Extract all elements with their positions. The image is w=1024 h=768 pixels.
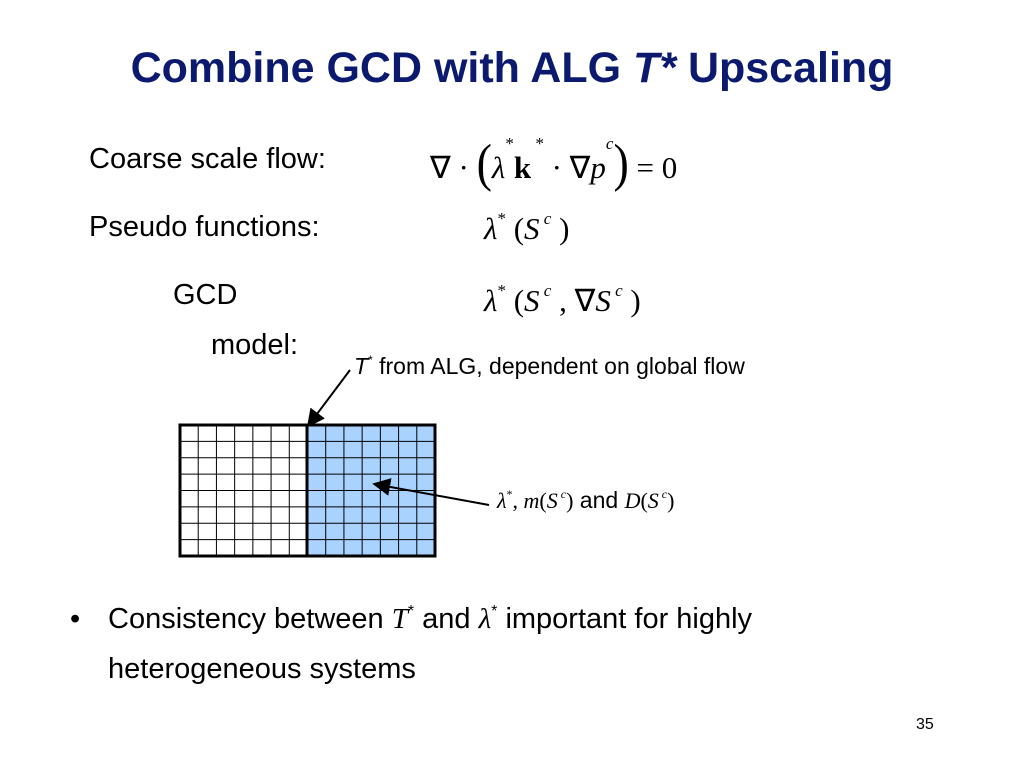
lambda-arrow bbox=[372, 478, 490, 506]
tstar-annotation: T* from ALG, dependent on global flow bbox=[354, 353, 745, 380]
bullet-line-2: heterogeneous systems bbox=[108, 653, 416, 685]
bullet-marker: • bbox=[70, 603, 81, 635]
tstar-sup: * bbox=[368, 353, 373, 367]
title-main: Combine GCD with ALG bbox=[130, 44, 633, 92]
gcd-label: GCD bbox=[173, 279, 238, 311]
title-rest: Upscaling bbox=[676, 44, 894, 92]
slide-title: Combine GCD with ALG T* Upscaling bbox=[0, 44, 1024, 93]
coarse-flow-equation: ∇ · (λ*k * · ∇pc) = 0 bbox=[430, 133, 678, 192]
pseudo-properties-annotation: λ*, m(S c) and D(S c) bbox=[497, 487, 675, 513]
gcd-model-expression: λ* (S c , ∇S c ) bbox=[484, 281, 641, 318]
model-label: model: bbox=[211, 329, 299, 361]
title-emphasis: T* bbox=[633, 44, 676, 92]
pseudo-functions-label: Pseudo functions: bbox=[89, 211, 320, 243]
and-text: and bbox=[579, 487, 619, 513]
bullet-line-1: Consistency between T* and λ* important … bbox=[108, 603, 753, 635]
tstar-arrow bbox=[306, 369, 351, 428]
tstar-annotation-text: from ALG, dependent on global flow bbox=[372, 353, 745, 379]
pseudo-function-expression: λ* (S c ) bbox=[484, 209, 570, 246]
tstar-symbol: T bbox=[354, 353, 369, 379]
page-number: 35 bbox=[916, 716, 934, 733]
coarse-scale-flow-label: Coarse scale flow: bbox=[89, 143, 326, 175]
